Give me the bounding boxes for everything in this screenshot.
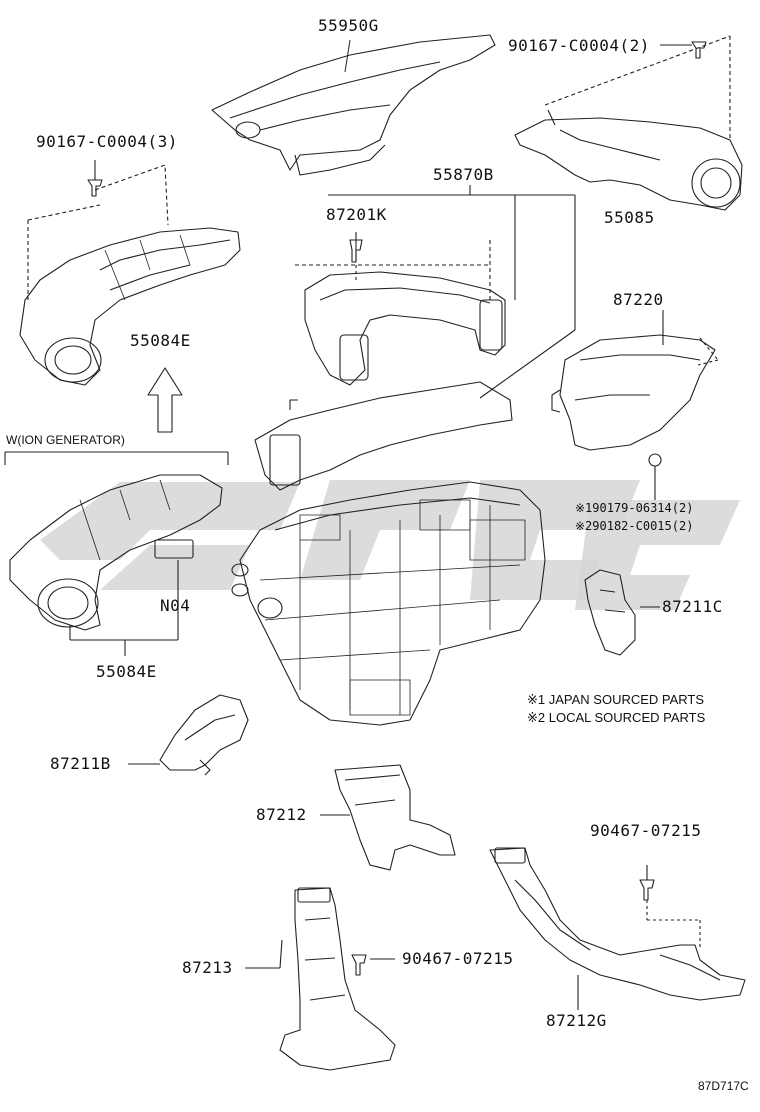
label-55085: 55085	[604, 208, 655, 227]
watermark-logo	[40, 480, 740, 610]
part-87201K	[349, 232, 363, 280]
part-87213	[245, 887, 396, 1071]
label-90467-07215-mid: 90467-07215	[402, 949, 514, 968]
ion-generator-bracket	[4, 451, 229, 465]
label-90182-C0015: ※290182-C0015(2)	[575, 519, 694, 533]
label-87213: 87213	[182, 958, 233, 977]
label-90179-06314: ※190179-06314(2)	[575, 501, 694, 515]
part-55084E-upper	[19, 164, 241, 386]
part-55084E-lower	[9, 474, 223, 656]
label-87212: 87212	[256, 805, 307, 824]
part-87220	[551, 310, 719, 500]
label-87201K: 87201K	[326, 205, 387, 224]
label-55950G: 55950G	[318, 16, 379, 35]
arrow-up	[147, 367, 183, 433]
label-87211B: 87211B	[50, 754, 111, 773]
label-55870B: 55870B	[433, 165, 494, 184]
part-55950G	[211, 34, 496, 176]
diagram-code: 87D717C	[698, 1079, 749, 1093]
part-90467-mid	[351, 954, 395, 976]
hvac-unit	[231, 481, 546, 726]
label-90167-C0004-3: 90167-C0004(3)	[36, 132, 178, 151]
part-87211B	[128, 694, 249, 776]
label-55084E-top: 55084E	[130, 331, 191, 350]
part-55085	[514, 35, 743, 211]
label-87212G: 87212G	[546, 1011, 607, 1030]
label-90167-C0004-2: 90167-C0004(2)	[508, 36, 650, 55]
part-87211C	[584, 569, 660, 656]
part-87212G	[489, 847, 746, 1010]
label-N04: N04	[160, 596, 191, 615]
label-ion-generator: W(ION GENERATOR)	[6, 433, 125, 447]
label-90467-07215-right: 90467-07215	[590, 821, 702, 840]
note-local-sourced: ※2 LOCAL SOURCED PARTS	[527, 710, 706, 725]
part-90467-right	[639, 865, 701, 948]
label-55084E-bottom: 55084E	[96, 662, 157, 681]
part-87212	[320, 764, 456, 871]
label-87211C: 87211C	[662, 597, 723, 616]
part-55870B	[295, 185, 576, 399]
part-center-duct	[254, 381, 513, 491]
label-87220: 87220	[613, 290, 664, 309]
screw-icons	[87, 41, 707, 197]
note-japan-sourced: ※1 JAPAN SOURCED PARTS	[527, 692, 705, 707]
